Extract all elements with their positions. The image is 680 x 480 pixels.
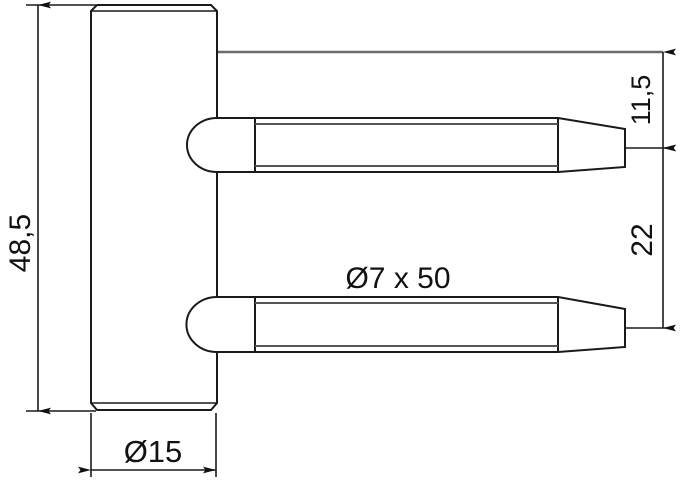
dimension-pin-spacing: 22 bbox=[626, 144, 676, 332]
dowel-pin-upper bbox=[186, 117, 626, 173]
dowel-pin-lower bbox=[185, 296, 626, 353]
dimension-label-48-5: 48,5 bbox=[4, 214, 37, 272]
annotation-pin-spec: Ø7 x 50 bbox=[345, 262, 450, 295]
dimension-overall-height: 48,5 bbox=[4, 1, 96, 415]
dowel-pin-lower-outline bbox=[185, 296, 626, 353]
dimension-plate-width: Ø15 bbox=[78, 413, 217, 477]
dimension-upper-offset: 11,5 bbox=[626, 48, 676, 152]
dowel-pin-upper-outline bbox=[186, 117, 626, 173]
dimension-label-d15: Ø15 bbox=[124, 434, 183, 469]
dimension-label-22: 22 bbox=[626, 223, 659, 256]
hinge-plate-outline bbox=[90, 4, 218, 411]
hinge-plate bbox=[90, 4, 218, 411]
dimension-label-11-5: 11,5 bbox=[626, 75, 656, 126]
